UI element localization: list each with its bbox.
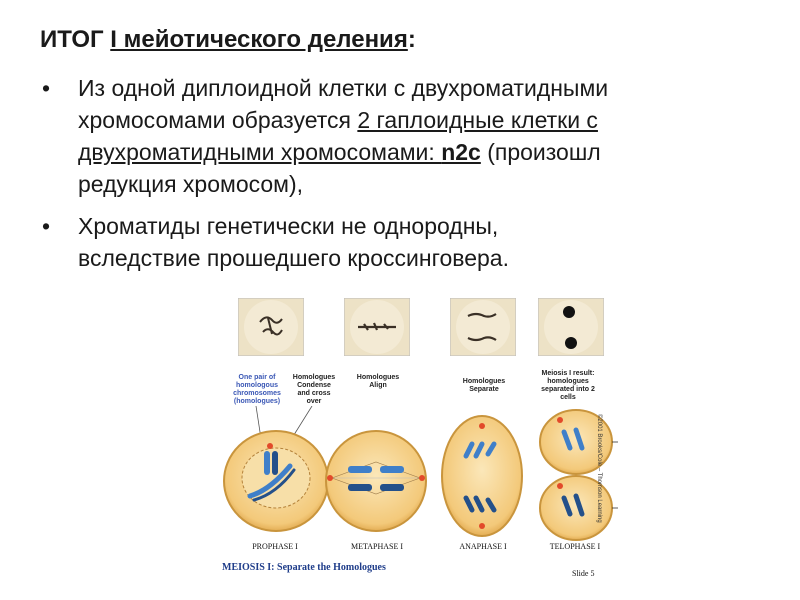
micrograph-telophase [538, 298, 604, 356]
caption-line: Homologues [348, 374, 408, 382]
bullet-1-line-3-text: двухроматидными хромосомами: [78, 139, 441, 165]
micrograph-anaphase [450, 298, 516, 356]
meiosis-figure: One pair of homologous chromosomes (homo… [220, 298, 618, 588]
stage-name-anaphase: ANAPHASE I [448, 542, 518, 551]
centromere [267, 443, 273, 449]
chromosome [380, 484, 404, 491]
copyright-notice: ©2001 Brooks/Cole – Thomson Learning [596, 414, 602, 523]
title-underlined: I мейотического деления [110, 26, 408, 53]
stage-name-telophase: TELOPHASE I [540, 542, 610, 551]
bullet-1-line-3-underlined: двухроматидными хромосомами: n2c [78, 139, 481, 165]
figure-caption: MEIOSIS I: Separate the Homologues [222, 562, 386, 573]
caption-line: Condense [284, 382, 344, 390]
caption-line: homologues [532, 378, 604, 386]
chromosome [380, 466, 404, 473]
bullet-2-line-1: Хроматиды генетически не однородны, [78, 210, 800, 242]
chromosome [348, 484, 372, 491]
chromosome [264, 451, 270, 475]
bullet-2-line-2: вследствие прошедшего кроссинговера. [78, 242, 800, 274]
bullet-1-line-4: редукция хромосом), [78, 168, 800, 200]
stage-name-prophase: PROPHASE I [240, 542, 310, 551]
slide-title: ИТОГ I мейотического деления: [40, 26, 416, 54]
cell-stages-diagram [220, 406, 618, 541]
centromere [327, 475, 333, 481]
bullet-1-line-3: двухроматидными хромосомами: n2c (произо… [78, 136, 800, 168]
chromosome [272, 451, 278, 475]
anaphase-cell [442, 416, 522, 536]
micrograph-metaphase [344, 298, 410, 356]
bullet-1-formula: n2c [441, 139, 481, 165]
slide-number: Slide 5 [572, 569, 594, 578]
micrograph-prophase [238, 298, 304, 356]
caption-line: homologous [220, 382, 294, 390]
caption-line: One pair of [220, 374, 294, 382]
bullet-1-line-2: хромосомами образуется 2 гаплоидные клет… [78, 104, 800, 136]
caption-line: Homologues [454, 378, 514, 386]
bullet-dot: • [42, 210, 50, 242]
stage-name-metaphase: METAPHASE I [342, 542, 412, 551]
bullet-1-line-2-plain: хромосомами образуется [78, 107, 357, 133]
caption-line: chromosomes [220, 390, 294, 398]
centromere [557, 417, 563, 423]
bullet-dot: • [42, 72, 50, 104]
bullet-1-line-2-underlined: 2 гаплоидные клетки с [357, 107, 598, 133]
caption-line: Meiosis I result: [532, 370, 604, 378]
centromere [557, 483, 563, 489]
title-prefix: ИТОГ [40, 26, 110, 53]
centromere [479, 423, 485, 429]
centromere [419, 475, 425, 481]
caption-line: over [284, 398, 344, 406]
bullet-list: • Из одной диплоидной клетки с двухромат… [40, 72, 800, 284]
bullet-1-line-1: Из одной диплоидной клетки с двухроматид… [78, 72, 800, 104]
caption-line: (homologues) [220, 398, 294, 406]
caption-align: Homologues Align [348, 374, 408, 390]
caption-separate: Homologues Separate [454, 378, 514, 394]
bullet-item-2: • Хроматиды генетически не однородны, вс… [40, 210, 800, 274]
bullet-1-line-3-tail: (произошл [481, 139, 601, 165]
title-suffix: : [408, 26, 416, 53]
bullet-item-1: • Из одной диплоидной клетки с двухромат… [40, 72, 800, 200]
caption-line: Separate [454, 386, 514, 394]
caption-condense-cross-over: Homologues Condense and cross over [284, 374, 344, 406]
telophase-cells [540, 410, 618, 540]
metaphase-cell [326, 431, 426, 531]
caption-line: Align [348, 382, 408, 390]
chromosome [348, 466, 372, 473]
caption-meiosis-result: Meiosis I result: homologues separated i… [532, 370, 604, 402]
caption-line: Homologues [284, 374, 344, 382]
caption-line: cells [532, 394, 604, 402]
caption-line: separated into 2 [532, 386, 604, 394]
prophase-cell [224, 431, 328, 531]
caption-homologous-pair: One pair of homologous chromosomes (homo… [220, 374, 294, 406]
caption-line: and cross [284, 390, 344, 398]
centromere [479, 523, 485, 529]
